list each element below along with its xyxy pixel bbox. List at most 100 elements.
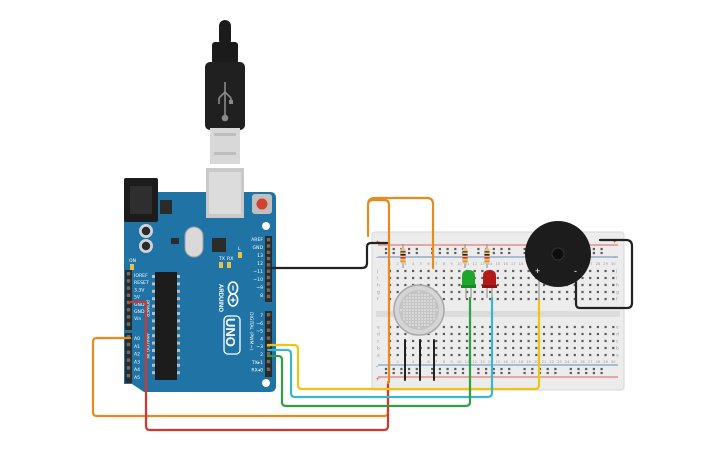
breadboard-hole[interactable] — [415, 247, 418, 251]
breadboard-hole[interactable] — [585, 367, 588, 371]
breadboard-hole[interactable] — [481, 353, 484, 357]
breadboard-hole[interactable] — [427, 283, 430, 287]
breadboard-hole[interactable] — [523, 247, 526, 251]
analog-header-pin[interactable] — [126, 366, 131, 370]
breadboard-hole[interactable] — [604, 269, 607, 273]
breadboard-hole[interactable] — [415, 371, 418, 375]
breadboard-hole[interactable] — [596, 269, 599, 273]
breadboard-hole[interactable] — [492, 251, 495, 255]
breadboard-hole[interactable] — [419, 269, 422, 273]
breadboard-hole[interactable] — [589, 276, 592, 280]
breadboard-hole[interactable] — [542, 325, 546, 329]
breadboard-hole[interactable] — [573, 297, 576, 301]
breadboard-hole[interactable] — [489, 353, 492, 357]
breadboard-hole[interactable] — [604, 339, 607, 343]
breadboard-hole[interactable] — [592, 247, 595, 251]
breadboard-hole[interactable] — [496, 283, 499, 287]
breadboard-hole[interactable] — [596, 325, 599, 329]
breadboard-hole[interactable] — [412, 276, 415, 280]
power-header-pin[interactable] — [126, 286, 131, 290]
breadboard-hole[interactable] — [604, 353, 607, 357]
breadboard-hole[interactable] — [581, 283, 584, 287]
breadboard-hole[interactable] — [435, 353, 438, 357]
breadboard-hole[interactable] — [458, 283, 461, 287]
breadboard-hole[interactable] — [566, 332, 569, 336]
breadboard-hole[interactable] — [450, 346, 453, 350]
breadboard-hole[interactable] — [512, 276, 515, 280]
breadboard-hole[interactable] — [504, 339, 507, 343]
analog-header-pin[interactable] — [126, 374, 131, 378]
breadboard-hole[interactable] — [477, 367, 480, 371]
breadboard-hole[interactable] — [481, 346, 484, 350]
breadboard-hole[interactable] — [508, 251, 511, 255]
breadboard-hole[interactable] — [604, 325, 607, 329]
breadboard-hole[interactable] — [489, 346, 492, 350]
green-wire[interactable] — [266, 296, 472, 408]
breadboard-hole[interactable] — [573, 339, 576, 343]
digital-header-pin[interactable] — [266, 328, 271, 332]
breadboard-hole[interactable] — [581, 339, 584, 343]
breadboard-hole[interactable] — [412, 269, 415, 273]
breadboard-hole[interactable] — [496, 290, 499, 294]
breadboard-hole[interactable] — [527, 339, 530, 343]
breadboard-hole[interactable] — [512, 332, 515, 336]
analog-header[interactable] — [125, 333, 132, 383]
breadboard-hole[interactable] — [481, 276, 484, 280]
breadboard-hole[interactable] — [550, 346, 553, 350]
breadboard-hole[interactable] — [442, 276, 445, 280]
breadboard-hole[interactable] — [446, 367, 449, 371]
breadboard-hole[interactable] — [465, 353, 469, 357]
breadboard-hole[interactable] — [442, 283, 445, 287]
gas-sensor[interactable] — [393, 284, 445, 336]
breadboard-hole[interactable] — [569, 371, 572, 375]
digital-header-pin[interactable] — [266, 250, 271, 254]
breadboard-hole[interactable] — [531, 367, 534, 371]
breadboard-hole[interactable] — [504, 283, 507, 287]
power-header[interactable] — [125, 270, 132, 330]
breadboard-hole[interactable] — [508, 371, 511, 375]
breadboard-hole[interactable] — [612, 290, 615, 294]
power-header-pin[interactable] — [126, 300, 131, 305]
breadboard-hole[interactable] — [596, 332, 599, 336]
breadboard-hole[interactable] — [566, 290, 569, 294]
breadboard-hole[interactable] — [489, 290, 492, 294]
digital-header-pin[interactable] — [266, 288, 271, 292]
breadboard-hole[interactable] — [589, 353, 592, 357]
breadboard-hole[interactable] — [481, 339, 484, 343]
breadboard-hole[interactable] — [446, 251, 449, 255]
breadboard-hole[interactable] — [435, 346, 438, 350]
breadboard-hole[interactable] — [446, 371, 449, 375]
breadboard-hole[interactable] — [504, 332, 507, 336]
breadboard-hole[interactable] — [554, 367, 557, 371]
breadboard-hole[interactable] — [442, 290, 445, 294]
breadboard-hole[interactable] — [477, 247, 480, 251]
breadboard-hole[interactable] — [581, 353, 584, 357]
breadboard-hole[interactable] — [450, 290, 453, 294]
breadboard-hole[interactable] — [473, 325, 476, 329]
breadboard-hole[interactable] — [604, 297, 607, 301]
breadboard-hole[interactable] — [589, 339, 592, 343]
breadboard-hole[interactable] — [535, 332, 538, 336]
breadboard-hole[interactable] — [558, 332, 561, 336]
breadboard-hole[interactable] — [473, 339, 476, 343]
analog-header-pin[interactable] — [126, 342, 131, 347]
breadboard-hole[interactable] — [573, 283, 576, 287]
digital-header-pin[interactable] — [266, 359, 271, 364]
analog-header-pin[interactable] — [126, 335, 131, 339]
breadboard-hole[interactable] — [527, 346, 530, 350]
breadboard-hole[interactable] — [496, 332, 499, 336]
breadboard-hole[interactable] — [535, 353, 538, 357]
breadboard-hole[interactable] — [596, 276, 599, 280]
analog-header-pin[interactable] — [126, 358, 131, 362]
breadboard-hole[interactable] — [442, 353, 445, 357]
breadboard-hole[interactable] — [612, 346, 615, 350]
breadboard-hole[interactable] — [473, 290, 476, 294]
breadboard-hole[interactable] — [566, 339, 569, 343]
breadboard-hole[interactable] — [535, 283, 538, 287]
breadboard-hole[interactable] — [454, 367, 457, 371]
breadboard-hole[interactable] — [523, 367, 526, 371]
breadboard-hole[interactable] — [542, 283, 546, 287]
breadboard-hole[interactable] — [566, 297, 569, 301]
breadboard-hole[interactable] — [473, 297, 476, 301]
breadboard-hole[interactable] — [581, 346, 584, 350]
